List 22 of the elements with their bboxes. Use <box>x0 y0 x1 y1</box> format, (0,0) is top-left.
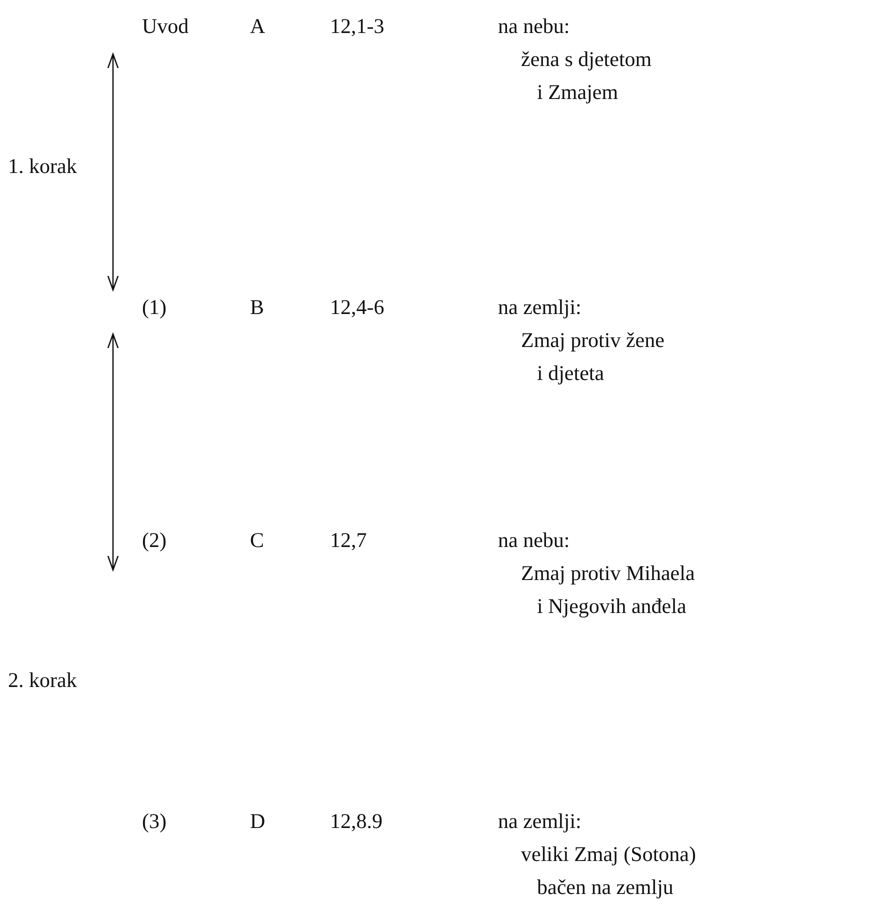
place-heading: na nebu: <box>498 13 570 40</box>
section-letter: D <box>250 808 266 835</box>
section-letter: C <box>250 527 264 554</box>
verse-reference: 12,8.9 <box>330 808 382 835</box>
row-label: (2) <box>142 527 166 554</box>
row-label: Uvod <box>142 13 189 40</box>
description-text: žena s djetetom i Zmajem <box>521 46 653 106</box>
section-letter: A <box>250 13 266 40</box>
verse-reference: 12,1-3 <box>330 13 384 40</box>
place-heading: na nebu: <box>498 527 570 554</box>
description-text: Zmaj protiv Mihaela i Njegovih anđela <box>521 560 696 620</box>
description-text: veliki Zmaj (Sotona) bačen na zemlju <box>521 841 697 901</box>
section-letter: B <box>250 294 264 321</box>
place-heading: na zemlji: <box>498 294 582 321</box>
description-text: Zmaj protiv žene i djeteta <box>521 327 666 387</box>
step-label: 2. korak <box>8 667 78 694</box>
place-heading: na zemlji: <box>498 808 582 835</box>
row-label: (3) <box>142 808 166 835</box>
row-label: (1) <box>142 294 166 321</box>
step-label: 1. korak <box>8 153 78 180</box>
verse-reference: 12,7 <box>330 527 367 554</box>
verse-reference: 12,4-6 <box>330 294 384 321</box>
